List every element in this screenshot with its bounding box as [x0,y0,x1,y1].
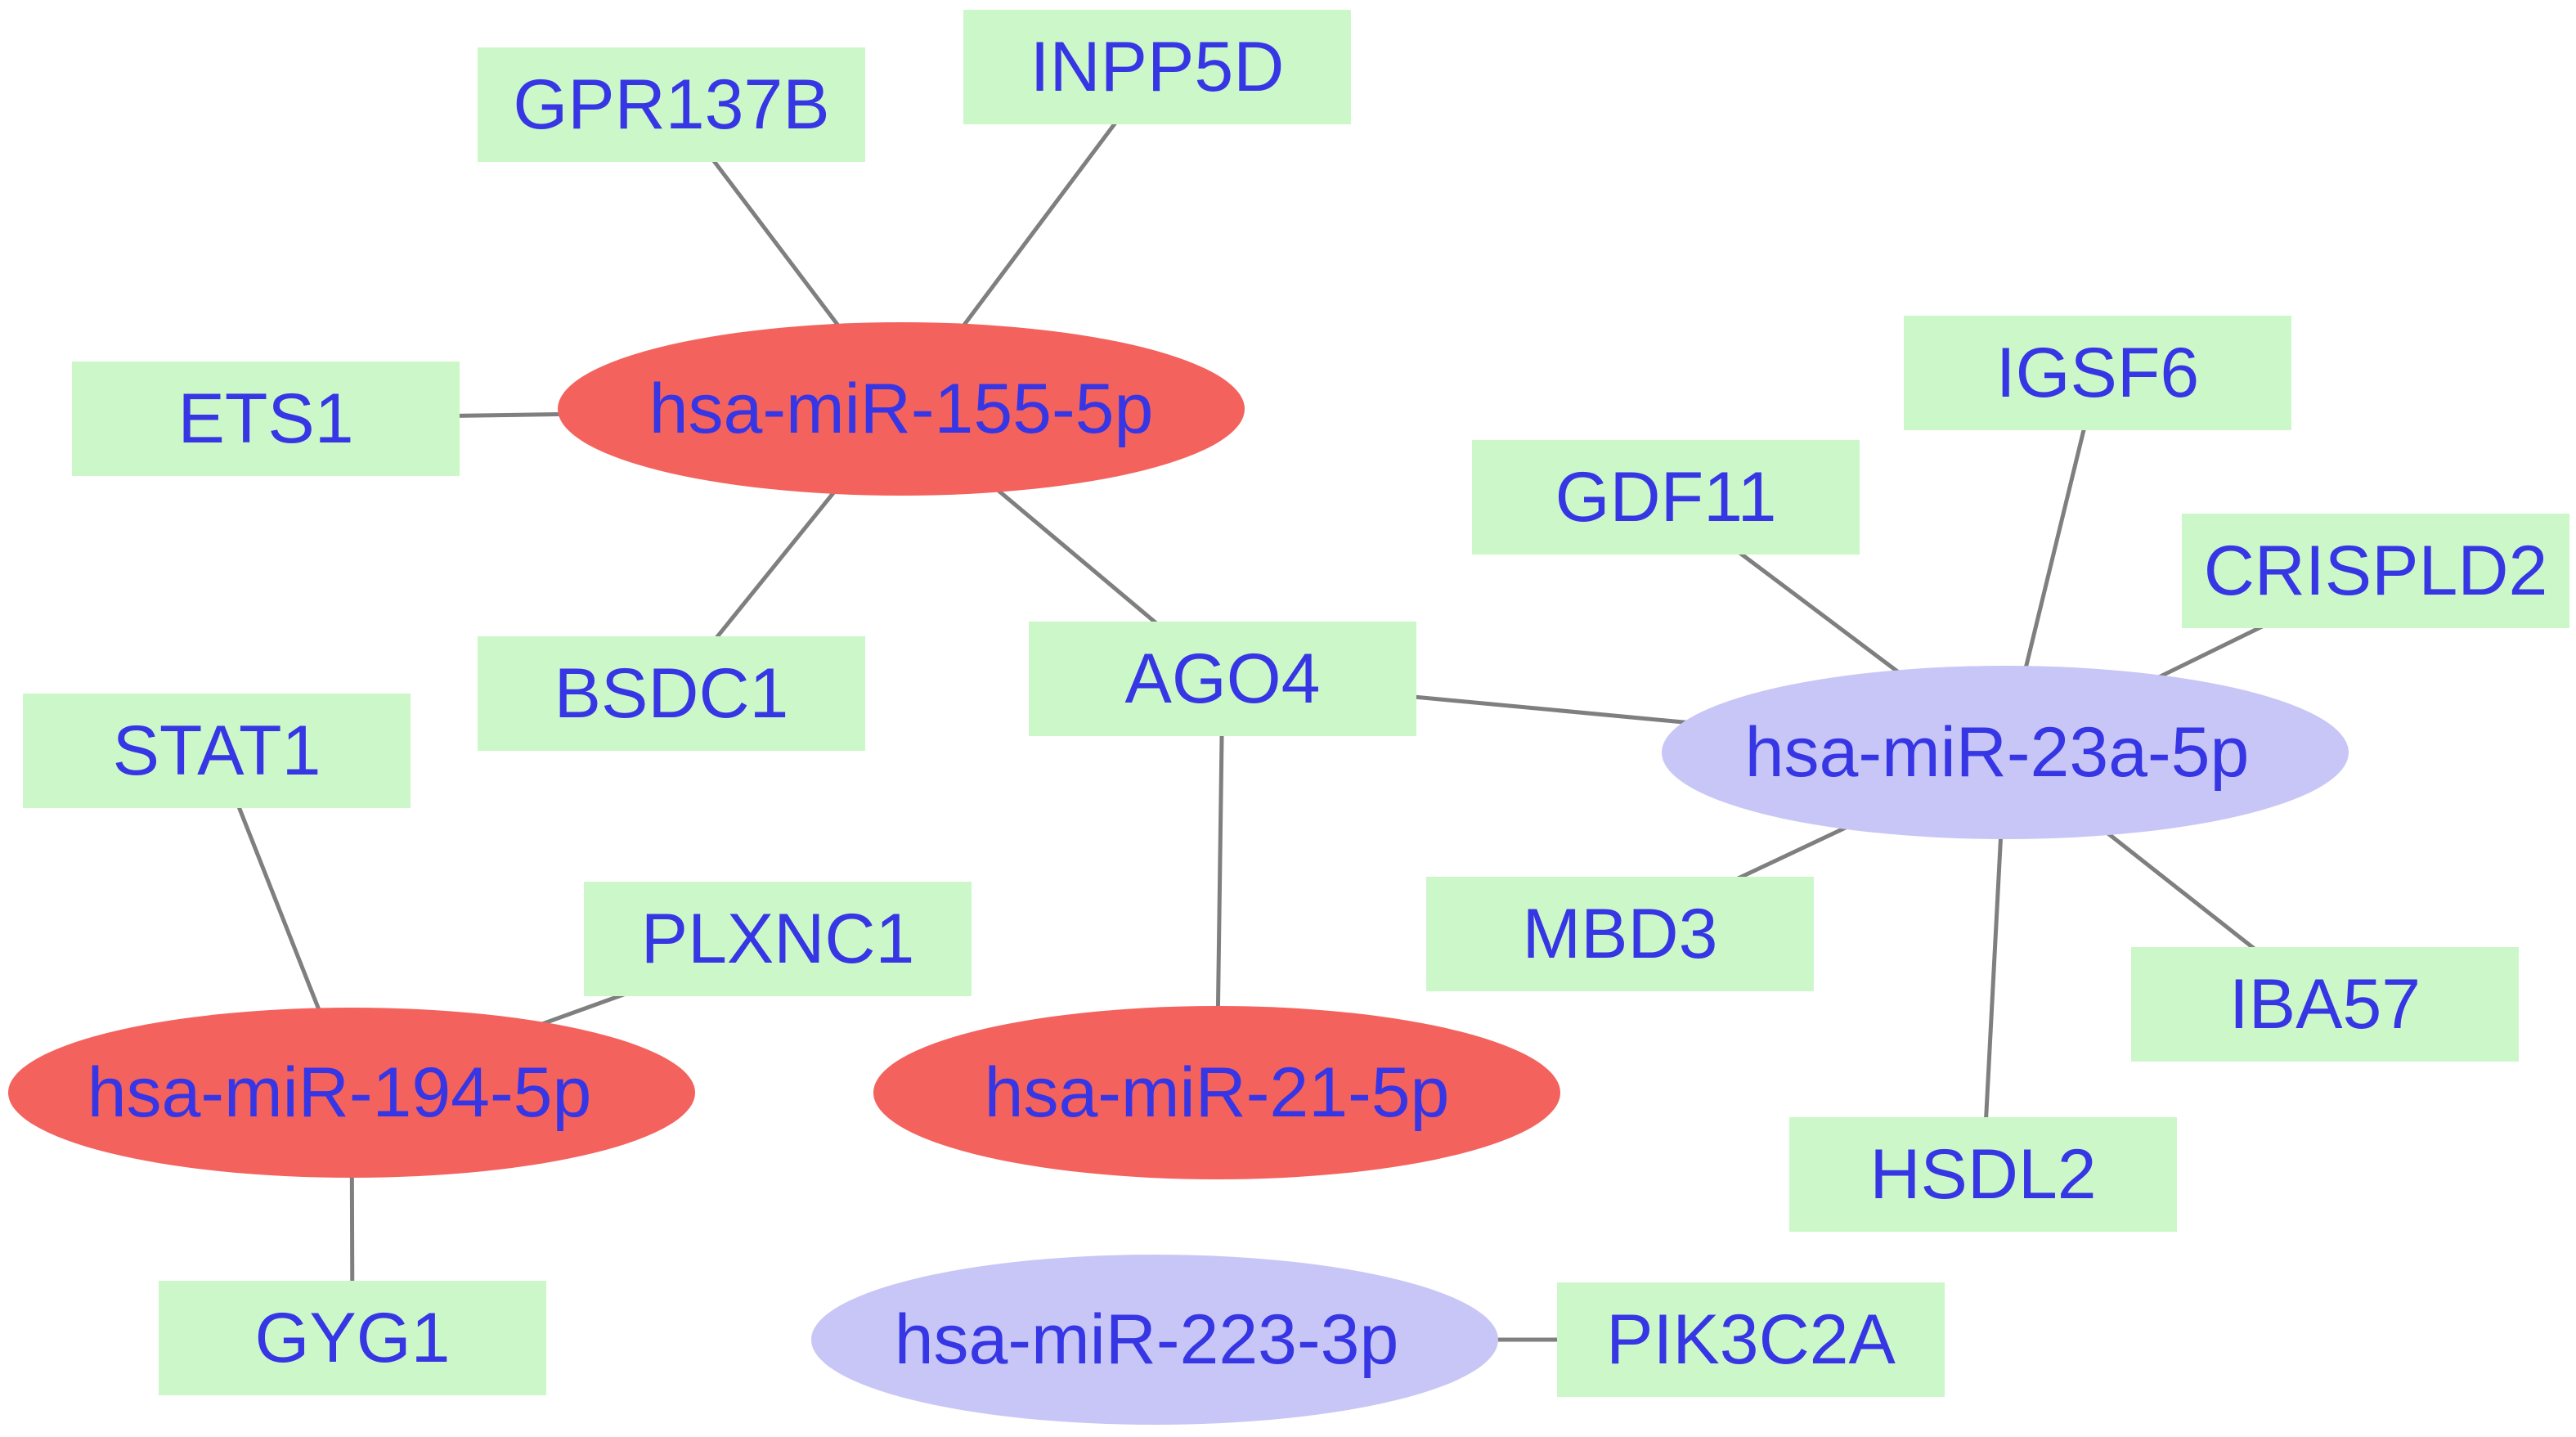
node-gyg1: GYG1 [159,1281,546,1395]
node-mbd3: MBD3 [1426,877,1814,991]
gene-node-shape [963,10,1351,124]
gene-node-shape [159,1281,546,1395]
node-label: IGSF6 [1996,334,2200,412]
node-label: IBA57 [2229,965,2421,1044]
node-label: MBD3 [1523,895,1718,973]
node-hsdl2: HSDL2 [1789,1117,2177,1232]
gene-node-shape [1472,440,1860,555]
mirna-node-shape [811,1255,1498,1425]
node-hsa-mir-223-3p: hsa-miR-223-3p [811,1255,1498,1425]
gene-node-shape [1557,1282,1945,1397]
node-label: hsa-miR-155-5p [649,370,1154,448]
node-bsdc1: BSDC1 [478,636,865,751]
mirna-node-shape [8,1008,695,1178]
node-label: GYG1 [255,1299,451,1377]
node-label: PIK3C2A [1606,1300,1896,1379]
node-hsa-mir-194-5p: hsa-miR-194-5p [8,1008,695,1178]
node-hsa-mir-21-5p: hsa-miR-21-5p [873,1006,1560,1179]
gene-node-shape [584,882,972,996]
gene-node-shape [1789,1117,2177,1232]
node-ago4: AGO4 [1029,622,1416,736]
node-label: hsa-miR-223-3p [895,1300,1399,1379]
node-inpp5d: INPP5D [963,10,1351,124]
mirna-node-shape [873,1006,1560,1179]
gene-node-shape [1426,877,1814,991]
gene-node-shape [72,361,460,476]
node-label: AGO4 [1125,640,1321,718]
node-stat1: STAT1 [23,694,411,808]
gene-node-shape [478,636,865,751]
node-label: GPR137B [513,65,829,144]
node-label: GDF11 [1555,458,1777,537]
node-pik3c2a: PIK3C2A [1557,1282,1945,1397]
gene-node-shape [2131,947,2519,1062]
node-label: hsa-miR-21-5p [985,1053,1450,1132]
node-label: ETS1 [177,379,353,458]
nodes-layer: hsa-miR-155-5p hsa-miR-194-5p hsa-miR-21… [8,10,2569,1425]
node-hsa-mir-23a-5p: hsa-miR-23a-5p [1662,666,2349,839]
node-label: PLXNC1 [641,900,915,978]
node-crispld2: CRISPLD2 [2182,514,2569,628]
gene-node-shape [478,47,865,162]
node-plxnc1: PLXNC1 [584,882,972,996]
node-label: INPP5D [1030,28,1285,106]
node-gpr137b: GPR137B [478,47,865,162]
node-label: hsa-miR-23a-5p [1745,713,2250,792]
gene-node-shape [1904,316,2291,430]
node-label: CRISPLD2 [2204,532,2548,610]
node-iba57: IBA57 [2131,947,2519,1062]
node-igsf6: IGSF6 [1904,316,2291,430]
gene-node-shape [1029,622,1416,736]
node-gdf11: GDF11 [1472,440,1860,555]
gene-node-shape [23,694,411,808]
node-label: BSDC1 [554,654,789,733]
node-ets1: ETS1 [72,361,460,476]
node-label: hsa-miR-194-5p [88,1053,592,1132]
node-label: STAT1 [113,712,321,790]
gene-node-shape [2182,514,2569,628]
node-label: HSDL2 [1869,1135,2096,1214]
node-hsa-mir-155-5p: hsa-miR-155-5p [558,322,1245,496]
mirna-node-shape [1662,666,2349,839]
mirna-node-shape [558,322,1245,496]
